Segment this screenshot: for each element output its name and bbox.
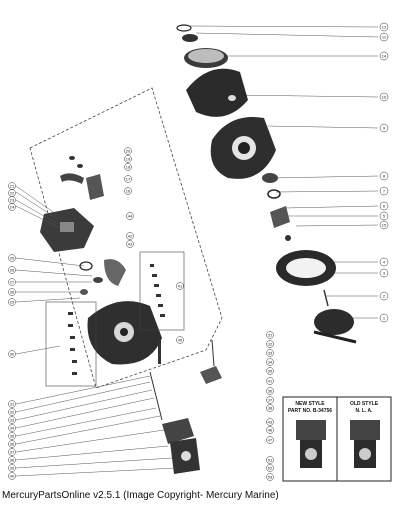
old-style-part: N. L. A. bbox=[355, 408, 373, 414]
old-style-label: OLD STYLE bbox=[350, 401, 379, 407]
callout-11: 11 bbox=[382, 35, 387, 40]
inset-new-style: NEW STYLE PART NO. B-34756 bbox=[282, 396, 338, 482]
assembly-boundary bbox=[29, 87, 223, 389]
inset-old-style: OLD STYLE N. L. A. bbox=[336, 396, 392, 482]
callout-34: 34 bbox=[268, 360, 273, 365]
callout-41: 41 bbox=[268, 379, 273, 384]
callout-52: 52 bbox=[268, 466, 273, 471]
callout-7: 7 bbox=[383, 189, 386, 194]
callout-31: 31 bbox=[268, 333, 273, 338]
callout-8: 8 bbox=[383, 174, 386, 179]
callout-18: 18 bbox=[126, 165, 131, 170]
callout-left-3: 23 bbox=[10, 198, 15, 203]
callout-14: 14 bbox=[382, 54, 387, 59]
callout-left-2: 22 bbox=[10, 191, 15, 196]
leader-lines-left bbox=[15, 185, 177, 477]
callout-37: 37 bbox=[268, 398, 273, 403]
hardware-frame-left bbox=[45, 301, 97, 387]
callout-36: 36 bbox=[268, 389, 273, 394]
callouts-left: 21 22 23 24 25 26 27 28 29 30 31 32 33 3… bbox=[8, 182, 274, 480]
callout-left-7: 27 bbox=[10, 280, 15, 285]
callout-left-13: 33 bbox=[10, 418, 15, 423]
callout-left-24: 44 bbox=[128, 214, 133, 219]
callout-17: 17 bbox=[126, 177, 131, 182]
callout-left-21: 41 bbox=[178, 284, 183, 289]
new-style-part: PART NO. B-34756 bbox=[288, 408, 332, 414]
new-style-label: NEW STYLE bbox=[295, 401, 325, 407]
rear-cover-group bbox=[176, 24, 248, 117]
callout-left-8: 28 bbox=[10, 290, 15, 295]
callout-38: 38 bbox=[268, 406, 273, 411]
callout-left-25: 45 bbox=[178, 338, 183, 343]
callouts-mid-right: 31 32 33 34 35 41 36 37 38 43 bbox=[266, 331, 274, 426]
hardware-frame-right bbox=[139, 251, 185, 331]
callout-16: 16 bbox=[126, 189, 131, 194]
callout-left-15: 35 bbox=[10, 434, 15, 439]
callout-3: 3 bbox=[383, 271, 386, 276]
callout-left-16: 36 bbox=[10, 442, 15, 447]
callout-left-9: 29 bbox=[10, 300, 15, 305]
callout-left-23: 43 bbox=[128, 242, 133, 247]
lower-assembly bbox=[149, 339, 222, 474]
callout-left-27: 47 bbox=[268, 438, 273, 443]
callout-left-22: 42 bbox=[128, 234, 133, 239]
footer-copyright: MercuryPartsOnline v2.5.1 (Image Copyrig… bbox=[2, 490, 279, 501]
callout-4: 4 bbox=[383, 260, 386, 265]
rotor-assembly bbox=[313, 289, 357, 344]
callouts-lower-right: 51 52 53 bbox=[266, 456, 274, 481]
callout-left-19: 39 bbox=[10, 466, 15, 471]
callout-43: 43 bbox=[268, 420, 273, 425]
stator-assembly bbox=[276, 250, 336, 286]
end-housing bbox=[210, 116, 291, 241]
callout-53: 53 bbox=[268, 475, 273, 480]
front-housing bbox=[87, 301, 162, 365]
callout-10: 10 bbox=[382, 95, 387, 100]
callout-left-18: 38 bbox=[10, 458, 15, 463]
callout-12: 12 bbox=[382, 25, 387, 30]
callout-9: 9 bbox=[383, 126, 386, 131]
callouts-mid-left: 20 19 18 17 16 bbox=[124, 147, 132, 195]
callouts-right: 12 11 14 10 9 8 7 6 5 15 4 3 2 1 bbox=[379, 22, 389, 323]
exploded-parts-diagram: 12 11 14 10 9 8 7 6 5 15 4 3 2 1 20 19 1… bbox=[8, 22, 392, 482]
callout-20: 20 bbox=[126, 149, 131, 154]
callout-left-10: 30 bbox=[10, 352, 15, 357]
callout-2: 2 bbox=[383, 294, 386, 299]
callout-1: 1 bbox=[383, 316, 386, 321]
callout-35: 35 bbox=[268, 369, 273, 374]
callout-32: 32 bbox=[268, 342, 273, 347]
fastener-stacks bbox=[68, 264, 165, 375]
callout-left-6: 26 bbox=[10, 268, 15, 273]
callout-left-26: 46 bbox=[268, 428, 273, 433]
callout-5: 5 bbox=[383, 214, 386, 219]
callout-6: 6 bbox=[383, 204, 386, 209]
callout-19: 19 bbox=[126, 157, 131, 162]
callout-33: 33 bbox=[268, 351, 273, 356]
callout-left-12: 32 bbox=[10, 410, 15, 415]
callout-51: 51 bbox=[268, 458, 273, 463]
callout-left-11: 31 bbox=[10, 402, 15, 407]
callout-left-20: 40 bbox=[10, 474, 15, 479]
callout-left-14: 34 bbox=[10, 426, 15, 431]
callout-left-1: 21 bbox=[10, 184, 15, 189]
callout-left-4: 24 bbox=[10, 205, 15, 210]
callout-left-5: 25 bbox=[10, 256, 15, 261]
callout-left-17: 37 bbox=[10, 450, 15, 455]
callout-15: 15 bbox=[382, 223, 387, 228]
brush-holder-group bbox=[40, 156, 126, 295]
